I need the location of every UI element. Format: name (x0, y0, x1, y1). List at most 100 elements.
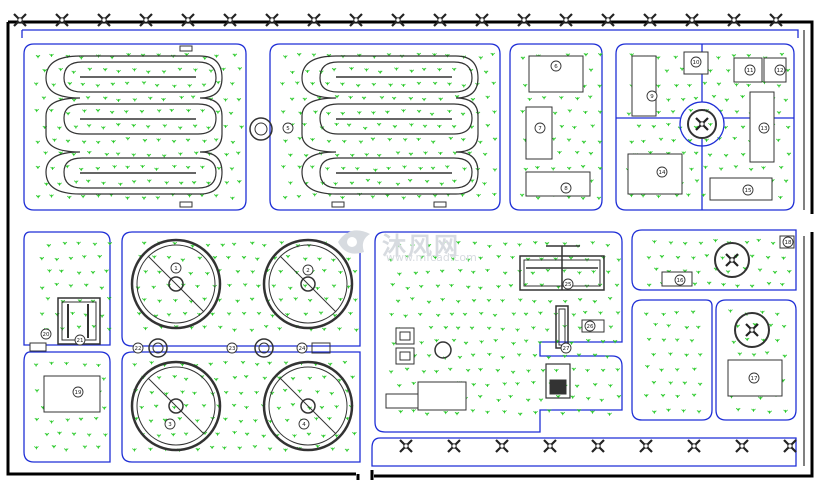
grass-mark (478, 311, 484, 316)
grass-mark (643, 312, 649, 317)
grass-mark (204, 271, 210, 276)
grass-mark (350, 375, 356, 380)
grass-mark (656, 194, 661, 199)
grass-mark (680, 97, 686, 102)
grass-mark (65, 139, 71, 144)
grass-mark (317, 257, 322, 262)
grass-mark (231, 403, 237, 408)
grass-mark (371, 82, 377, 87)
grass-mark (660, 393, 666, 398)
grass-mark (396, 383, 402, 388)
grass-mark (188, 271, 194, 276)
grass-mark (502, 242, 508, 247)
grass-mark (131, 68, 137, 72)
grass-mark (531, 380, 536, 385)
tree-symbol (222, 12, 238, 28)
grass-mark (157, 270, 162, 275)
grass-mark (86, 150, 92, 155)
grass-mark (80, 194, 86, 199)
grass-mark (492, 110, 497, 114)
grass-mark (520, 56, 526, 61)
grass-mark (462, 312, 468, 317)
grass-mark (523, 339, 529, 344)
grass-mark (437, 151, 443, 156)
grass-mark (581, 140, 587, 145)
grass-mark (704, 138, 709, 143)
grass-mark (205, 243, 211, 248)
grass-mark (782, 354, 788, 359)
grass-mark (688, 108, 694, 113)
grass-mark (438, 97, 444, 102)
grass-mark (146, 179, 152, 184)
structure-tag-label: 23 (229, 346, 236, 352)
grass-mark (643, 393, 649, 398)
grass-mark (237, 446, 243, 451)
grass-mark (477, 394, 483, 399)
grass-mark (693, 151, 699, 156)
tree-symbol (782, 438, 798, 454)
grass-mark (580, 164, 586, 169)
grass-mark (348, 95, 354, 100)
grass-mark (297, 136, 303, 141)
grass-mark (111, 139, 116, 144)
grass-mark (267, 361, 273, 366)
grass-mark (95, 140, 101, 145)
grass-mark (744, 240, 750, 245)
grass-mark (566, 138, 572, 143)
grass-mark (661, 338, 667, 343)
grass-mark (250, 270, 256, 274)
grass-mark (455, 299, 461, 304)
grass-mark (148, 419, 154, 424)
grass-mark (238, 419, 244, 424)
structure-tag-label: 13 (761, 126, 768, 132)
grass-mark (101, 377, 107, 382)
grass-mark (465, 368, 471, 373)
grass-mark (721, 282, 726, 287)
grass-mark (659, 254, 665, 259)
grass-mark (376, 181, 382, 185)
grass-mark (364, 68, 369, 72)
grass-mark (666, 323, 672, 328)
grass-mark (67, 81, 73, 86)
grass-mark (384, 110, 390, 115)
grass-mark (178, 181, 184, 186)
grass-mark (201, 403, 207, 408)
lawn-block-ditch-1 (23, 43, 247, 211)
grass-mark (533, 410, 538, 415)
grass-mark (78, 167, 84, 172)
grass-mark (764, 351, 770, 355)
tree-symbol (516, 12, 532, 28)
grass-mark (409, 296, 415, 301)
clarifier-1 (130, 238, 222, 330)
grass-mark (153, 404, 159, 409)
grass-mark (751, 353, 757, 357)
grass-mark (348, 311, 353, 316)
grass-mark (139, 405, 145, 410)
grass-mark (132, 98, 138, 102)
grass-mark (238, 391, 244, 396)
grass-mark (407, 178, 413, 183)
grass-mark (136, 311, 142, 316)
grass-mark (365, 178, 371, 183)
grass-mark (101, 181, 106, 186)
grass-mark (86, 433, 92, 438)
grass-mark (668, 241, 674, 245)
grass-mark (552, 111, 558, 116)
grass-mark (244, 432, 250, 437)
grass-mark (321, 375, 327, 380)
grass-mark (776, 84, 782, 88)
tree-symbol (138, 12, 154, 28)
grass-mark (785, 125, 791, 130)
grass-mark (235, 269, 241, 274)
grass-mark (254, 362, 260, 367)
structure-tag-label: 6 (554, 64, 558, 70)
grass-mark (651, 124, 657, 129)
building-west-b (43, 375, 101, 413)
grass-mark (263, 324, 269, 329)
grass-mark (706, 281, 712, 286)
grass-mark (344, 448, 350, 453)
grass-mark (430, 166, 436, 171)
grass-mark (289, 70, 295, 75)
grass-mark (222, 417, 228, 422)
grass-mark (523, 312, 529, 317)
